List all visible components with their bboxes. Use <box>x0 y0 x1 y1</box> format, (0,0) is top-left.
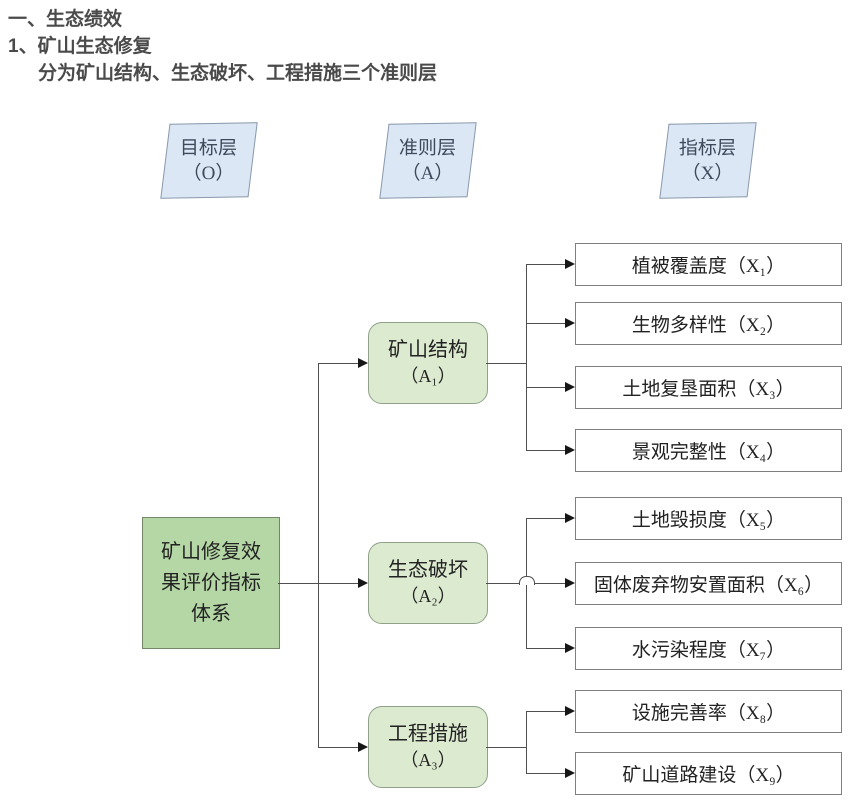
criteria-box-a3: 工程措施 （A₃） <box>368 706 488 788</box>
arrow-icon <box>565 259 575 269</box>
layer-header-goal-code: （O） <box>183 162 235 184</box>
connector-line <box>486 583 519 584</box>
criteria-box-a1: 矿山结构 （A₁） <box>368 322 488 404</box>
goal-box-line-2: 果评价指标 <box>161 571 261 594</box>
arrow-icon <box>565 643 575 653</box>
arrow-icon <box>565 382 575 392</box>
connector-line <box>526 711 527 773</box>
heading-line-3: 分为矿山结构、生态破坏、工程措施三个准则层 <box>38 63 438 84</box>
arrow-icon <box>565 706 575 716</box>
layer-header-indicator-code: （X） <box>682 162 734 184</box>
indicator-box-x6: 固体废弃物安置面积（X₆） <box>575 562 842 605</box>
layer-header-criteria-code: （A） <box>402 162 454 184</box>
connector-line <box>526 711 565 712</box>
criteria-box-a3-code: （A₃） <box>400 750 456 770</box>
indicator-box-x9: 矿山道路建设（X₉） <box>575 752 842 795</box>
indicator-box-x3: 土地复垦面积（X₃） <box>575 366 842 409</box>
connector-line <box>486 747 526 748</box>
connector-line <box>526 648 565 649</box>
connector-line <box>526 323 565 324</box>
arrow-icon <box>358 742 368 752</box>
criteria-box-a1-code: （A₁） <box>400 366 456 386</box>
criteria-box-a2: 生态破坏 （A₂） <box>368 542 488 624</box>
arrow-icon <box>565 445 575 455</box>
heading-line-2: 1、矿山生态修复 <box>8 36 152 57</box>
layer-header-goal-label: 目标层 <box>180 137 238 159</box>
arrow-icon <box>565 768 575 778</box>
indicator-box-x2: 生物多样性（X₂） <box>575 302 842 345</box>
criteria-box-a2-label: 生态破坏 <box>388 559 468 581</box>
connector-line <box>318 747 361 748</box>
layer-header-indicator: 指标层 （X） <box>659 122 757 199</box>
goal-box-line-1: 矿山修复效 <box>161 540 261 563</box>
indicator-box-x5: 土地毁损度（X₅） <box>575 497 842 540</box>
goal-box-line-3: 体系 <box>191 602 231 625</box>
connector-line <box>486 363 526 364</box>
connector-line <box>278 583 361 584</box>
connector-line <box>318 363 361 364</box>
criteria-box-a2-code: （A₂） <box>400 586 456 606</box>
indicator-box-x4: 景观完整性（X₄） <box>575 429 842 472</box>
layer-header-goal: 目标层 （O） <box>160 122 258 199</box>
arrow-icon <box>358 578 368 588</box>
layer-header-criteria: 准则层 （A） <box>379 122 477 199</box>
criteria-box-a1-label: 矿山结构 <box>388 339 468 361</box>
connector-line <box>318 363 319 747</box>
connector-line <box>526 264 527 450</box>
indicator-box-x7: 水污染程度（X₇） <box>575 627 842 670</box>
layer-header-indicator-label: 指标层 <box>679 137 737 159</box>
connector-line <box>533 583 565 584</box>
arrow-icon <box>565 578 575 588</box>
arrow-icon <box>358 358 368 368</box>
connector-line <box>526 518 565 519</box>
criteria-box-a3-label: 工程措施 <box>388 723 468 745</box>
arrow-icon <box>565 318 575 328</box>
line-hop-icon <box>519 576 535 585</box>
connector-line <box>526 387 565 388</box>
connector-line <box>526 264 565 265</box>
goal-box: 矿山修复效 果评价指标 体系 <box>142 517 280 649</box>
connector-line <box>526 450 565 451</box>
arrow-icon <box>565 513 575 523</box>
indicator-box-x1: 植被覆盖度（X₁） <box>575 243 842 286</box>
indicator-box-x8: 设施完善率（X₈） <box>575 690 842 733</box>
connector-line <box>526 773 565 774</box>
heading-line-1: 一、生态绩效 <box>8 9 123 30</box>
layer-header-criteria-label: 准则层 <box>399 137 457 159</box>
